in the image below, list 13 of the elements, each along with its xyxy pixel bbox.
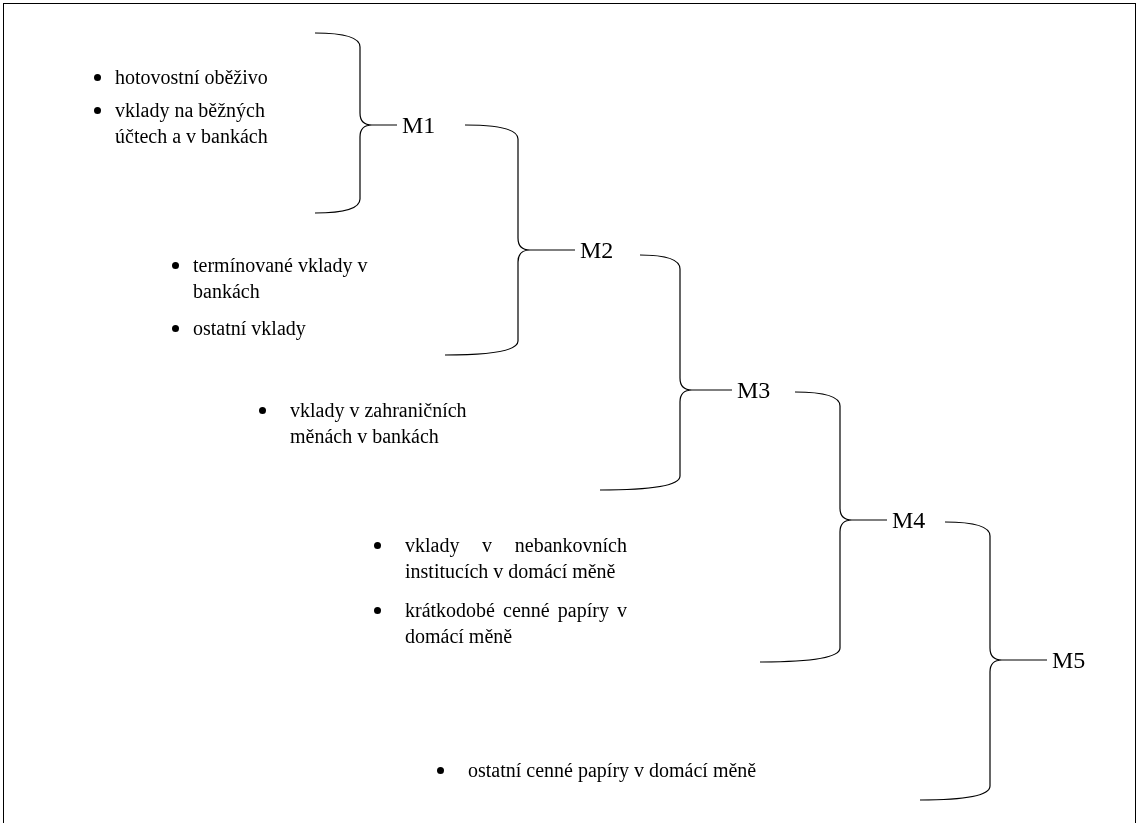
list-item-text: hotovostní oběživo bbox=[115, 65, 269, 90]
list-item-text: krátkodobé cenné papíry v domácí měně bbox=[405, 598, 627, 649]
list-item-text: vklady na běžných účtech a v bankách bbox=[115, 98, 269, 149]
list-item-text: vklady v nebankovních institucích v domácí měně bbox=[405, 533, 627, 584]
aggregate-label: M1 bbox=[402, 111, 436, 139]
list-item-text: termínované vklady v bankách bbox=[193, 253, 369, 304]
list-item-text: ostatní cenné papíry v domácí měně bbox=[468, 758, 758, 783]
aggregate-label: M4 bbox=[892, 506, 926, 534]
list-item-text: vklady v zahraničních měnách v bankách bbox=[290, 398, 468, 449]
aggregate-label: M3 bbox=[737, 376, 771, 404]
list-item-text: ostatní vklady bbox=[193, 316, 307, 341]
aggregate-label: M5 bbox=[1052, 646, 1086, 674]
aggregate-label: M2 bbox=[580, 236, 614, 264]
